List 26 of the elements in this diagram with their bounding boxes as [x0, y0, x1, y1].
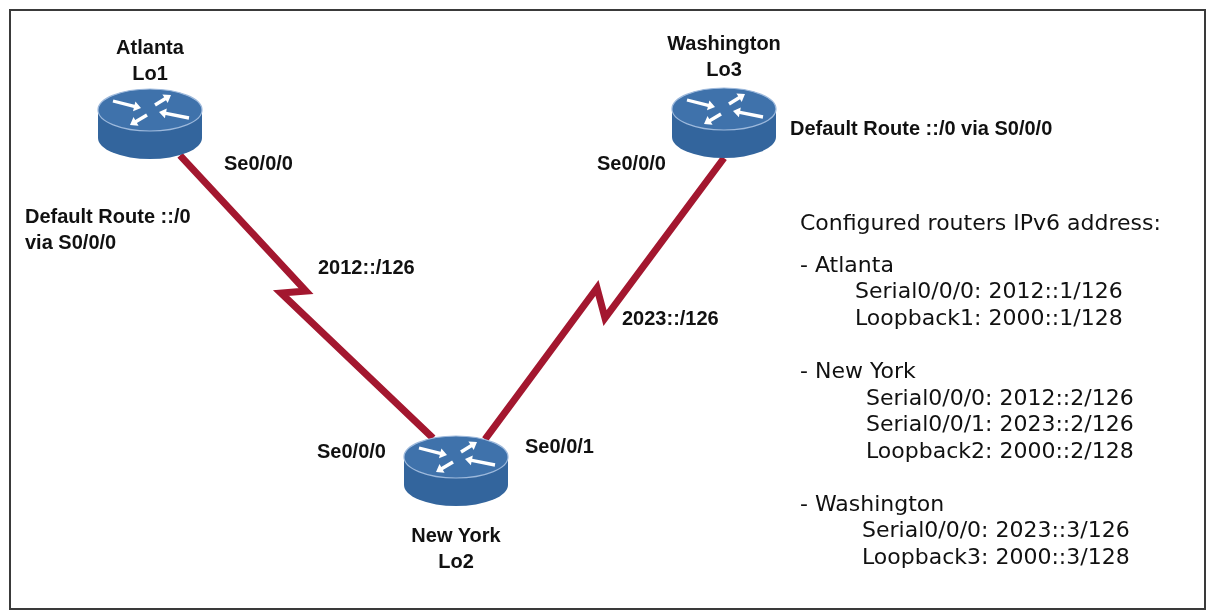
address-entry: Loopback1: 2000::1/128 — [855, 304, 1123, 331]
router-heading: - Washington — [800, 490, 945, 517]
address-entry: Serial0/0/0: 2012::2/126 — [866, 384, 1134, 411]
route-note: Default Route ::/0 via S0/0/0 — [790, 116, 1053, 141]
address-entry: Serial0/0/0: 2023::3/126 — [862, 516, 1130, 543]
router-name: New York — [411, 523, 501, 548]
interface-label: Se0/0/0 — [597, 151, 666, 176]
router-heading: - New York — [800, 357, 916, 384]
address-entry: Loopback2: 2000::2/128 — [866, 437, 1134, 464]
loopback-label: Lo3 — [706, 57, 742, 82]
list-heading: Configured routers IPv6 address: — [800, 209, 1161, 236]
address-entry: Loopback3: 2000::3/128 — [862, 543, 1130, 570]
interface-label: Se0/0/0 — [317, 439, 386, 464]
address-entry: Serial0/0/1: 2023::2/126 — [866, 410, 1134, 437]
loopback-label: Lo1 — [132, 61, 168, 86]
router-name: Washington — [667, 31, 781, 56]
route-note: Default Route ::/0 via S0/0/0 — [25, 204, 192, 255]
interface-label: Se0/0/0 — [224, 151, 293, 176]
loopback-label: Lo2 — [438, 549, 474, 574]
router-heading: - Atlanta — [800, 251, 894, 278]
interface-label: Se0/0/1 — [525, 434, 594, 459]
router-name: Atlanta — [116, 35, 184, 60]
serial-link — [177, 152, 436, 441]
address-entry: Serial0/0/0: 2012::1/126 — [855, 277, 1123, 304]
subnet-label: 2023::/126 — [622, 306, 719, 331]
subnet-label: 2012::/126 — [318, 255, 415, 280]
